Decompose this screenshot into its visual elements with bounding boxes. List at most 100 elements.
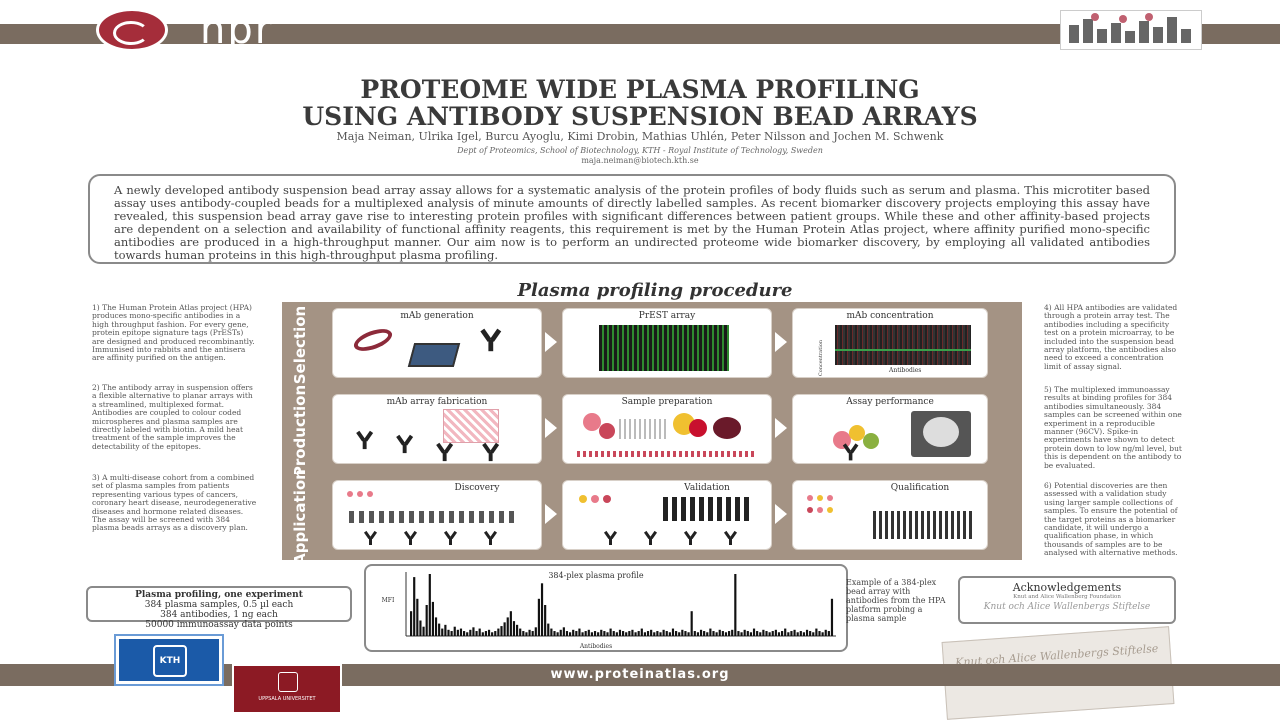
plot-bar [472, 627, 475, 636]
plot-bar [712, 631, 715, 636]
plot-bar [656, 631, 659, 636]
plot-bar [459, 628, 463, 636]
plot-bar [665, 631, 668, 636]
plot-bar [699, 629, 703, 636]
plot-bar [519, 628, 522, 636]
plot-bar [612, 631, 615, 636]
summary-box: Plasma profiling, one experiment 384 pla… [86, 586, 352, 630]
plot-bar [578, 628, 581, 636]
plot-bar [547, 623, 550, 636]
plot-bar [590, 632, 593, 636]
right-text-3: 6) Potential discoveries are then assess… [1044, 482, 1178, 558]
plot-title: 384-plex plasma profile [548, 571, 644, 580]
hpa-skyline-logo [1060, 10, 1202, 50]
plot-bar [721, 631, 724, 636]
plot-bar [466, 632, 469, 636]
row-selection: Selection mAb generation PrEST array mAb… [282, 302, 1022, 388]
plot-bar [606, 632, 609, 636]
plot-bar [575, 631, 578, 636]
plot-bar [491, 632, 494, 636]
plot-bar [622, 631, 625, 636]
plot-bar [762, 629, 765, 636]
plot-bar [428, 574, 431, 636]
plot-bar [643, 632, 646, 636]
plot-bar [487, 629, 491, 636]
affiliation: Dept of Proteomics, School of Biotechnol… [457, 146, 823, 155]
plot-bar [724, 632, 728, 636]
plot-bar [422, 626, 425, 636]
plot-bar [463, 631, 466, 636]
plot-bar [453, 626, 456, 636]
plot-bar [615, 632, 618, 636]
plot-bar [419, 620, 422, 636]
row-production: Production mAb array fabrication Sample … [282, 384, 1022, 478]
row-application: Application Discovery Validation Qualifi… [282, 469, 1022, 565]
plot-bar [425, 605, 428, 636]
plot-bar [718, 629, 721, 636]
plot-bar [413, 577, 416, 636]
plot-bar [625, 632, 628, 636]
plot-bar [438, 623, 441, 636]
plasma-profile-svg: 384-plex plasma profile MFI Antibodies [382, 571, 836, 650]
plot-bar [659, 632, 662, 636]
panel-qualification: Qualification [792, 480, 988, 550]
plot-caption: Example of a 384-plex bead array with an… [846, 578, 946, 623]
abstract-box: A newly developed antibody suspension be… [88, 174, 1176, 264]
plot-bar [650, 629, 653, 636]
plot-bar [434, 617, 438, 636]
plot-bar [500, 626, 503, 636]
poster-title: PROTEOME WIDE PLASMA PROFILING USING ANT… [302, 75, 978, 131]
plot-bar [821, 632, 824, 636]
plot-bar [444, 624, 447, 636]
panel-validation: Validation [562, 480, 772, 550]
panel-prest-array: PrEST array [562, 308, 772, 378]
plot-bar [690, 611, 693, 636]
plot-bar [593, 631, 597, 636]
hpr-logo-text: hpr [200, 7, 274, 53]
procedure-title: Plasma profiling procedure [517, 280, 793, 301]
plot-bar [525, 632, 528, 636]
footer-url[interactable]: www.proteinatlas.org [550, 667, 730, 682]
plot-bar [812, 632, 815, 636]
plot-bar [752, 628, 756, 636]
left-text-3: 3) A multi-disease cohort from a combine… [92, 474, 257, 533]
plot-bar [777, 632, 781, 636]
plot-bar [740, 632, 743, 636]
panel-sample-preparation: Sample preparation [562, 394, 772, 464]
plot-bar [687, 632, 690, 636]
plot-ylabel: MFI [382, 597, 395, 604]
plasma-profile-plot: 384-plex plasma profile MFI Antibodies [364, 564, 848, 652]
plot-bar [756, 631, 759, 636]
row-label-production: Production [291, 384, 309, 478]
plot-bar [587, 629, 590, 636]
plot-bar [743, 629, 746, 636]
plot-bar [827, 631, 830, 636]
panel-mab-generation: mAb generation [332, 308, 542, 378]
plot-bar [653, 632, 656, 636]
plot-bar [749, 632, 752, 636]
right-text-1: 4) All HPA antibodies are validated thro… [1044, 304, 1178, 371]
plot-bar [456, 629, 459, 636]
plot-bar [553, 631, 556, 636]
plot-bar [497, 628, 500, 636]
plot-bar [609, 628, 612, 636]
hpr-logo: hpr [96, 8, 336, 52]
plot-bar [528, 629, 531, 636]
plot-bar [668, 632, 671, 636]
plot-bar [818, 631, 821, 636]
plot-bar [802, 632, 805, 636]
plot-bar [675, 631, 678, 636]
plot-bar [781, 631, 784, 636]
plot-bar [475, 631, 478, 636]
plot-bar [734, 574, 737, 636]
plot-bar [494, 631, 497, 636]
plot-bar [531, 631, 534, 636]
plot-bar [603, 631, 606, 636]
plot-bar [512, 621, 516, 636]
ack-title: Acknowledgements [1012, 581, 1122, 594]
plot-bar [478, 628, 481, 636]
plot-bar [830, 598, 834, 636]
plot-bar [503, 622, 506, 636]
plot-bar [600, 629, 603, 636]
panel-mab-array-fabrication: mAb array fabrication [332, 394, 542, 464]
